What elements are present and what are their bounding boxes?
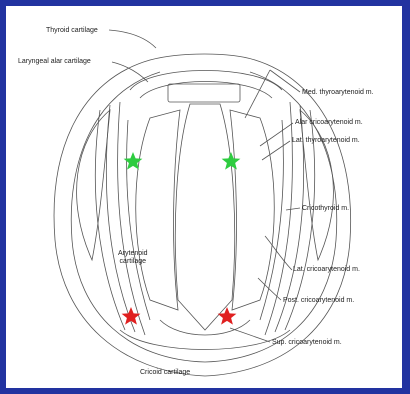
label-arytenoid-cartilage: Arytenoid cartilage	[118, 250, 148, 266]
glottis-opening	[175, 104, 234, 330]
right-cricothyroid-lobe	[300, 110, 333, 260]
right-arytenoid-outline	[230, 110, 274, 310]
alar-cartilage-arch	[130, 71, 282, 91]
label-cricoid-cartilage: Cricoid cartilage	[140, 369, 190, 377]
label-post-cricoarytenoid: Post. cricoarytenoid m.	[283, 297, 354, 305]
label-lat-thyroarytenoid: Lat. thyroarytenoid m.	[292, 137, 360, 145]
left-arytenoid-outline	[136, 110, 180, 310]
label-lat-cricoarytenoid: Lat. cricoarytenoid m.	[293, 266, 360, 274]
label-cricothyroid: Cricothyroid m.	[302, 205, 349, 213]
label-laryngeal-alar-cartilage: Laryngeal alar cartilage	[18, 58, 91, 66]
label-med-thyroarytenoid: Med. thyroarytenoid m.	[302, 89, 374, 97]
left-cricothyroid-lobe	[77, 110, 110, 260]
green-star-right	[222, 152, 241, 170]
label-arytenoid-line1: Arytenoid	[118, 250, 148, 258]
label-sup-cricoarytenoid: Sup. cricoarytenoid m.	[272, 339, 342, 347]
label-alar-cricoarytenoid: Alar cricoarytenoid m.	[295, 119, 363, 127]
label-thyroid-cartilage: Thyroid cartilage	[46, 27, 98, 35]
label-arytenoid-line2: cartilage	[118, 258, 148, 266]
